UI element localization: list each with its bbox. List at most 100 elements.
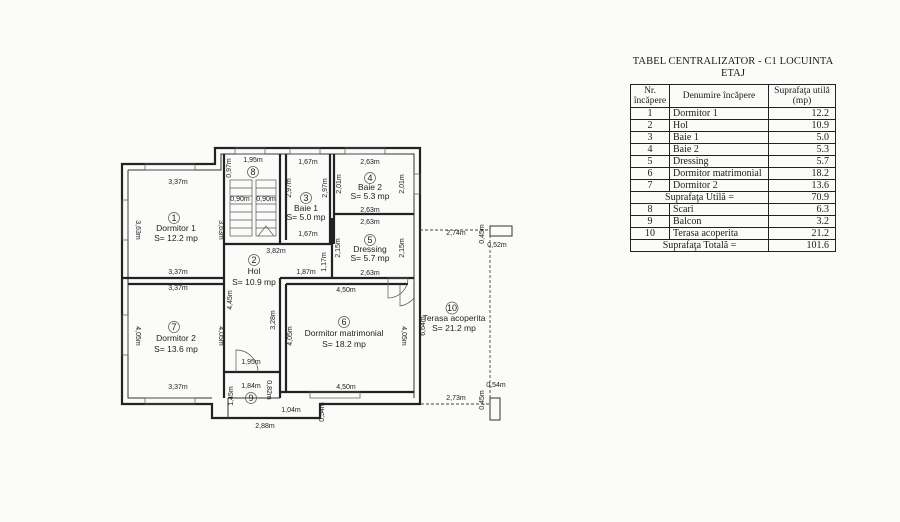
svg-text:3,82m: 3,82m (266, 248, 286, 255)
svg-text:Baie 2: Baie 2 (358, 182, 382, 192)
svg-text:2,15m: 2,15m (335, 238, 342, 258)
room-7-label: 7 Dormitor 2 S= 13.6 mp (154, 321, 198, 354)
svg-text:S= 10.9 mp: S= 10.9 mp (232, 277, 276, 287)
svg-text:3,37m: 3,37m (168, 285, 188, 292)
svg-text:1,67m: 1,67m (298, 231, 318, 238)
svg-text:9: 9 (248, 393, 253, 403)
svg-text:1,84m: 1,84m (241, 383, 261, 390)
svg-text:7: 7 (171, 322, 176, 332)
svg-text:4,05m: 4,05m (134, 326, 141, 346)
room-5-label: 5 Dressing S= 5.7 mp (351, 234, 390, 263)
row-name: Baie 2 (669, 143, 769, 156)
svg-text:6: 6 (341, 317, 346, 327)
svg-text:3,28m: 3,28m (270, 310, 277, 330)
svg-text:2,15m: 2,15m (399, 238, 406, 258)
row-nr: 6 (630, 167, 670, 180)
svg-text:2,73m: 2,73m (446, 395, 466, 402)
svg-text:4,50m: 4,50m (336, 384, 356, 391)
row-nr: 8 (630, 203, 670, 216)
svg-text:4,45m: 4,45m (227, 290, 234, 310)
svg-text:Dressing: Dressing (353, 244, 387, 254)
svg-text:1,04m: 1,04m (281, 407, 301, 414)
row-nr: 3 (630, 131, 670, 144)
floor-plan: 1 Dormitor 1 S= 12.2 mp 2 Hol S= 10.9 mp… (120, 146, 513, 430)
row-area: 21.2 (768, 227, 836, 240)
svg-text:6,64m: 6,64m (420, 316, 427, 336)
dimensions: 3,37m 3,37m 3,37m 3,37m 1,95m 0,90m 0,90… (134, 157, 507, 430)
svg-text:0,97m: 0,97m (226, 158, 233, 178)
svg-text:2: 2 (251, 255, 256, 265)
svg-text:3,63m: 3,63m (134, 220, 141, 240)
room-2-label: 2 Hol S= 10.9 mp (232, 254, 276, 287)
svg-text:2,97m: 2,97m (322, 178, 329, 198)
svg-text:S= 21.2 mp: S= 21.2 mp (432, 323, 476, 333)
total-value: 101.6 (768, 239, 836, 252)
svg-text:8: 8 (250, 167, 255, 177)
room-10-label: 10 Terasa acoperita S= 21.2 mp (423, 301, 486, 333)
svg-text:Dormitor 1: Dormitor 1 (156, 223, 196, 233)
row-nr: 2 (630, 119, 670, 132)
row-name: Terasa acoperita (669, 227, 769, 240)
row-area: 6.3 (768, 203, 836, 216)
svg-text:0,82m: 0,82m (265, 380, 272, 400)
row-name: Balcon (669, 215, 769, 228)
svg-text:Hol: Hol (248, 266, 261, 276)
svg-text:Terasa acoperita: Terasa acoperita (423, 313, 486, 323)
row-nr: 9 (630, 215, 670, 228)
svg-text:Dormitor 2: Dormitor 2 (156, 333, 196, 343)
svg-text:0,90m: 0,90m (230, 196, 250, 203)
subtotal-row: Suprafaţa Utilă = 70.9 (630, 191, 836, 204)
row-area: 10.9 (768, 119, 836, 132)
svg-text:10: 10 (447, 303, 457, 313)
subtotal-label: Suprafaţa Utilă = (630, 191, 769, 204)
svg-text:4: 4 (367, 173, 372, 183)
row-nr: 5 (630, 155, 670, 168)
row-area: 12.2 (768, 107, 836, 120)
svg-text:3,37m: 3,37m (168, 384, 188, 391)
terrace-outline (420, 225, 513, 421)
svg-text:Baie 1: Baie 1 (294, 203, 318, 213)
svg-text:0,54m: 0,54m (486, 382, 506, 389)
row-name: Scari (669, 203, 769, 216)
room-1-label: 1 Dormitor 1 S= 12.2 mp (154, 212, 198, 243)
svg-text:1,17m: 1,17m (321, 252, 328, 272)
svg-text:2,74m: 2,74m (446, 230, 466, 237)
summary-table-section: TABEL CENTRALIZATOR - C1 LOCUINTA ETAJ N… (630, 56, 836, 252)
row-area: 5.0 (768, 131, 836, 144)
svg-text:3,37m: 3,37m (168, 179, 188, 186)
svg-text:2,63m: 2,63m (360, 207, 380, 214)
room-9-label: 9 (245, 392, 257, 404)
svg-text:0,45m: 0,45m (479, 390, 486, 410)
row-name: Dormitor matrimonial (669, 167, 769, 180)
svg-text:4,05m: 4,05m (217, 326, 224, 346)
row-nr: 4 (630, 143, 670, 156)
svg-text:0,45m: 0,45m (479, 224, 486, 244)
header-nr: Nr. încăpere (630, 84, 670, 108)
row-area: 5.7 (768, 155, 836, 168)
total-label: Suprafaţa Totală = (630, 239, 769, 252)
svg-text:Dormitor matrimonial: Dormitor matrimonial (305, 328, 384, 338)
row-nr: 7 (630, 179, 670, 192)
svg-text:0,90m: 0,90m (256, 196, 276, 203)
svg-text:2,01m: 2,01m (336, 174, 343, 194)
svg-text:2,01m: 2,01m (399, 174, 406, 194)
table-title-line2: ETAJ (720, 68, 746, 79)
svg-text:4,50m: 4,50m (336, 287, 356, 294)
header-name: Denumire încăpere (669, 84, 769, 108)
svg-text:0,52m: 0,52m (487, 242, 507, 249)
row-area: 13.6 (768, 179, 836, 192)
row-area: 5.3 (768, 143, 836, 156)
svg-text:5: 5 (367, 235, 372, 245)
table-title: TABEL CENTRALIZATOR - C1 LOCUINTA ETAJ (630, 56, 836, 80)
svg-text:S= 5.0 mp: S= 5.0 mp (287, 212, 326, 222)
svg-text:4,05m: 4,05m (287, 326, 294, 346)
svg-text:S= 5.3 mp: S= 5.3 mp (351, 191, 390, 201)
